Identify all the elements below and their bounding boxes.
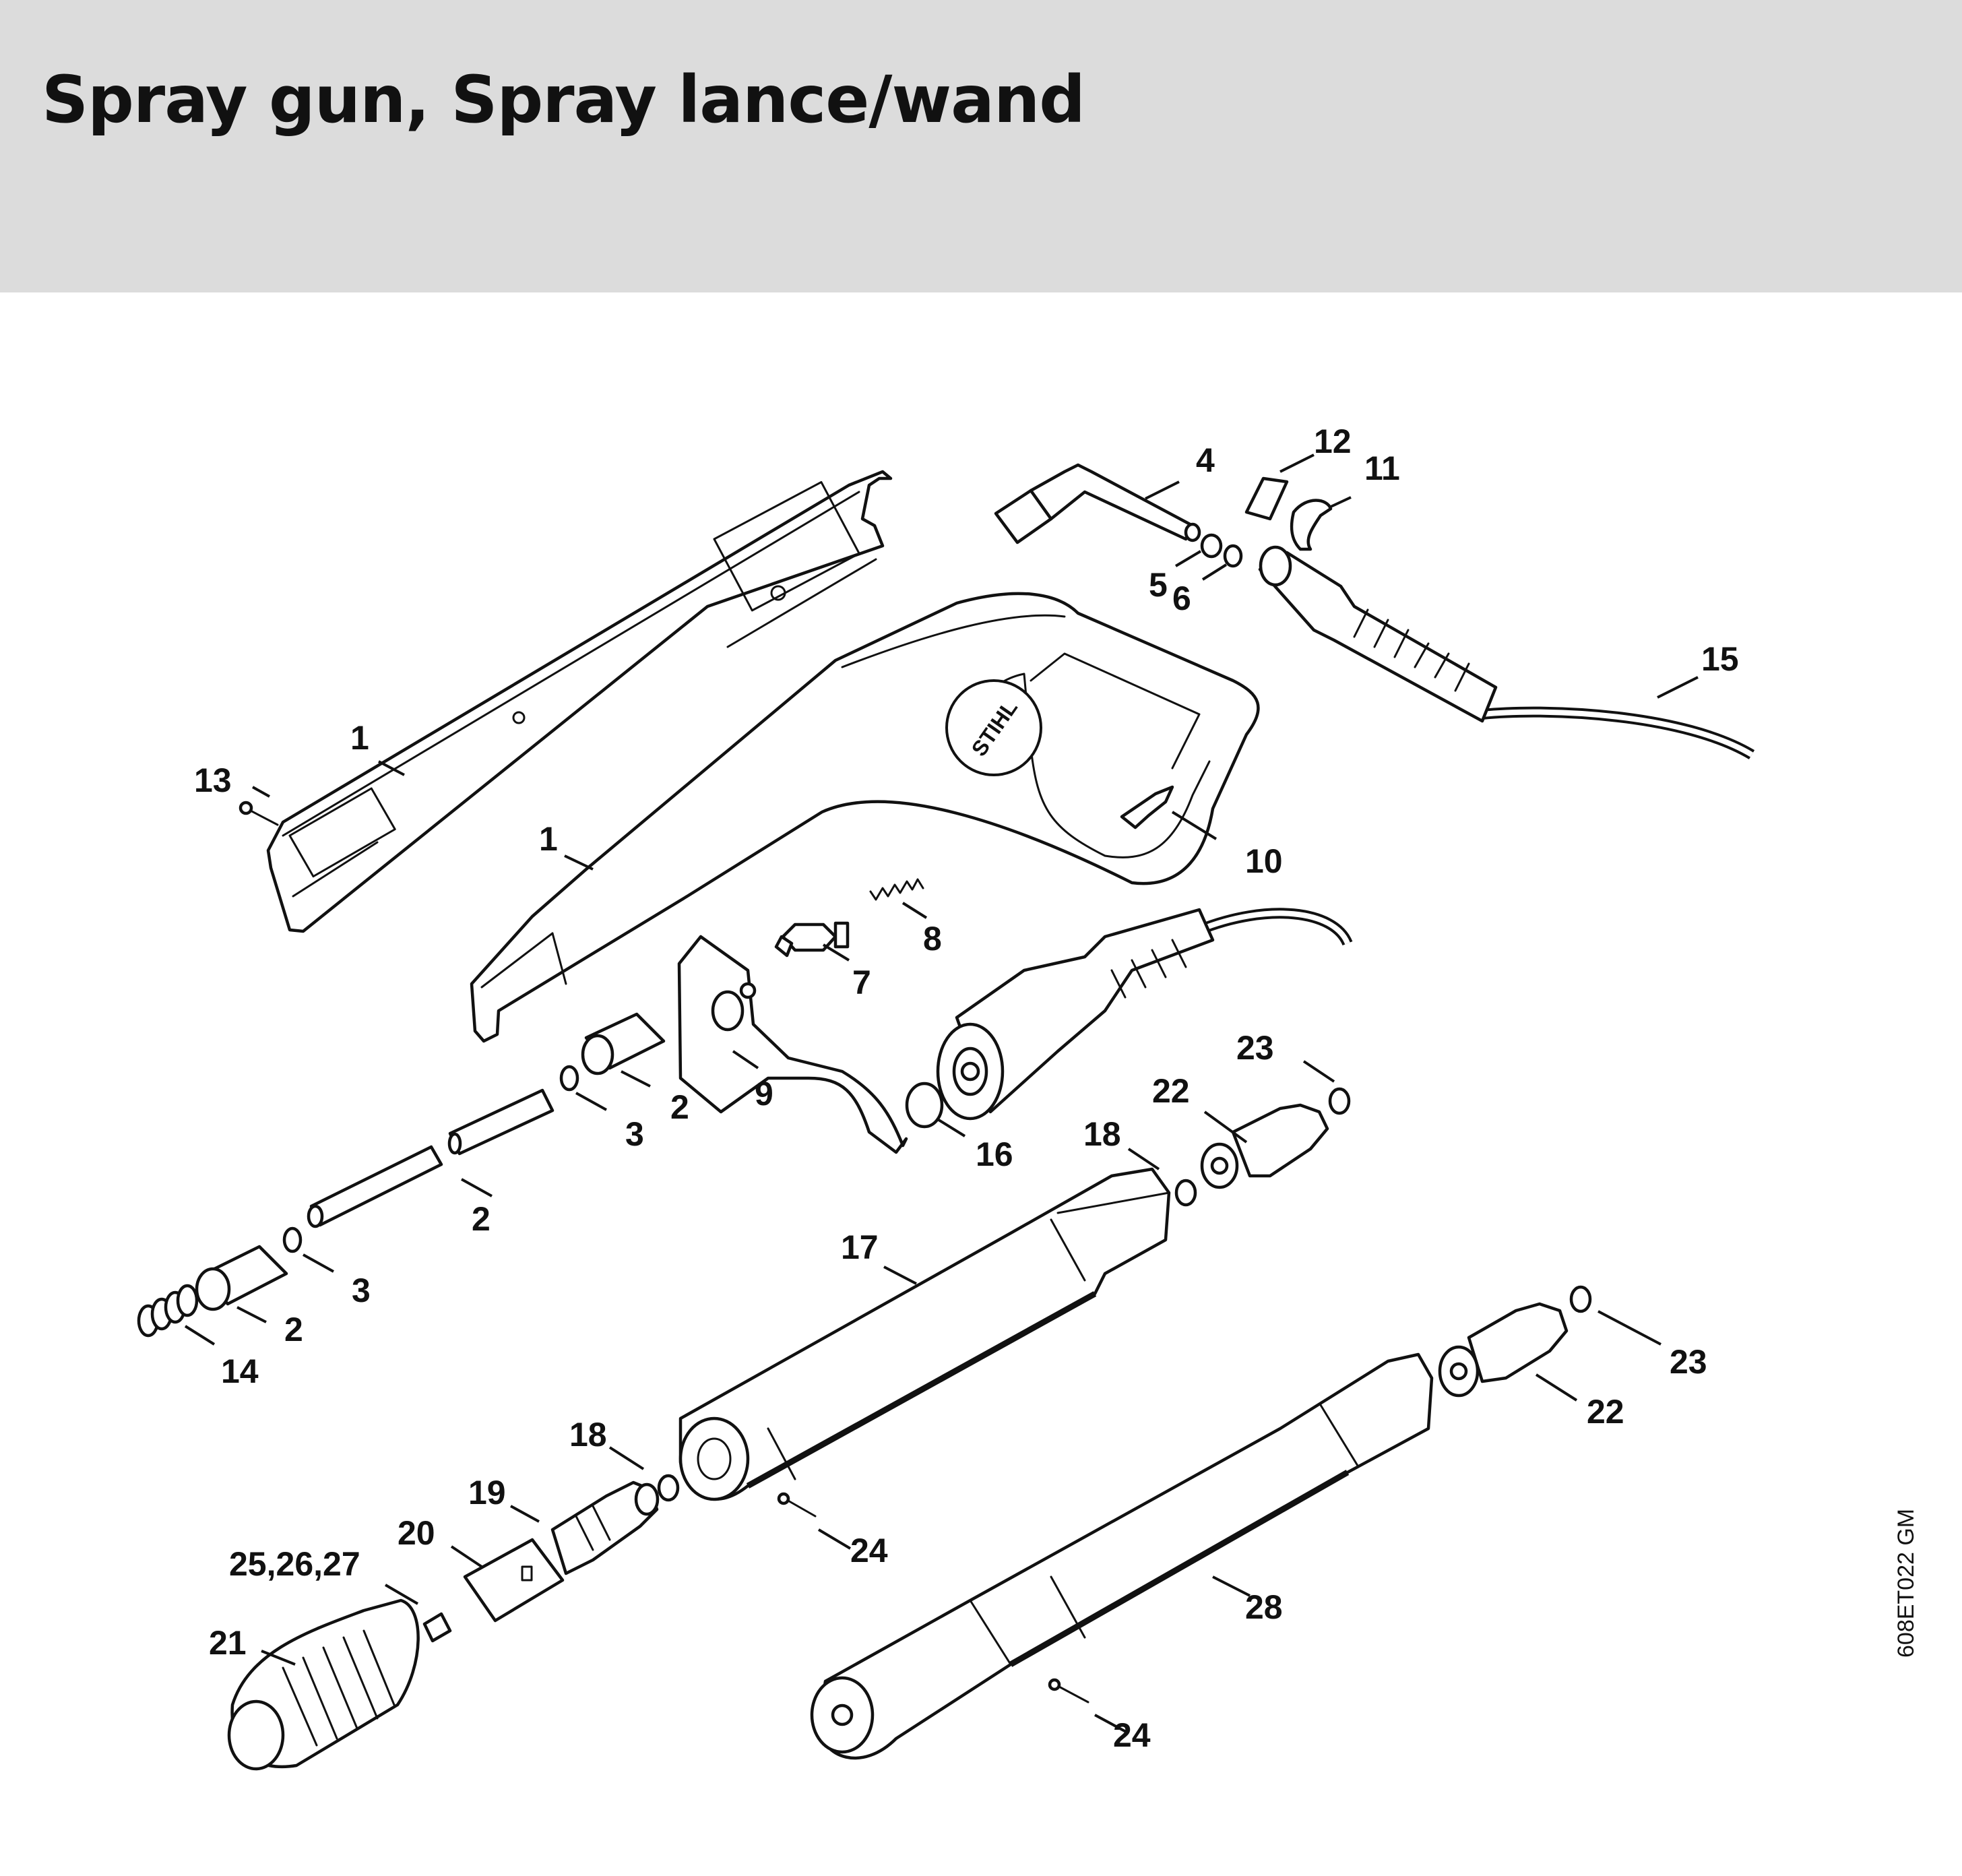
part-o-ring-3-lower <box>282 1226 303 1253</box>
callout-23-lower: 23 <box>1670 1343 1707 1381</box>
part-o-ring-23-lower <box>1569 1285 1592 1313</box>
callout-14: 14 <box>221 1352 259 1390</box>
part-spray-lance-17 <box>678 1167 1171 1501</box>
part-o-ring-16 <box>905 1082 944 1129</box>
callout-12: 12 <box>1314 423 1352 460</box>
callout-15: 15 <box>1701 640 1739 678</box>
callout-2-rod: 2 <box>472 1200 491 1238</box>
callout-4: 4 <box>1196 441 1215 479</box>
part-screw-13 <box>239 801 279 826</box>
header-band: Spray gun, Spray lance/wand <box>0 0 1962 292</box>
callout-3-lower: 3 <box>352 1272 371 1309</box>
callout-6: 6 <box>1172 580 1191 617</box>
part-connector-22-upper <box>1200 1103 1329 1189</box>
part-nozzle-cover-21 <box>227 1598 420 1771</box>
stihl-logo: STIHL <box>945 679 1042 776</box>
part-trigger-9 <box>677 935 908 1154</box>
callout-10: 10 <box>1245 842 1283 880</box>
part-o-ring-18-upper <box>1174 1179 1197 1207</box>
callout-9: 9 <box>755 1075 773 1113</box>
part-o-ring-6 <box>1223 544 1243 568</box>
callout-labels: 1 1 2 2 2 3 3 4 5 6 7 8 9 10 11 12 13 14… <box>194 423 1739 1754</box>
part-clip-11 <box>1290 499 1333 551</box>
callout-11: 11 <box>1364 449 1400 487</box>
callout-24-upper: 24 <box>850 1532 888 1569</box>
part-spray-wand-28 <box>810 1352 1434 1760</box>
callout-23-upper: 23 <box>1236 1029 1274 1067</box>
callout-1-lower: 1 <box>539 820 558 858</box>
part-connector-22-lower <box>1438 1302 1569 1398</box>
part-elbow-pipe <box>994 463 1201 544</box>
callout-8: 8 <box>923 920 942 958</box>
part-gun-housing-lower <box>470 592 1260 1043</box>
callout-22-upper: 22 <box>1152 1072 1190 1110</box>
part-insert-25-26-27 <box>422 1612 452 1643</box>
part-hose <box>936 545 1903 1142</box>
part-o-ring-18-lower <box>657 1474 680 1502</box>
part-o-ring-3-upper <box>559 1065 579 1092</box>
callout-25-26-27: 25,26,27 <box>229 1545 360 1583</box>
part-valve-7 <box>774 921 850 958</box>
callout-17: 17 <box>841 1228 879 1266</box>
part-clip-12 <box>1244 476 1289 521</box>
part-valve-bushing-lower <box>195 1245 288 1311</box>
callout-18-lower: 18 <box>569 1416 607 1453</box>
page-title: Spray gun, Spray lance/wand <box>42 62 1085 137</box>
part-valve-rod-upper <box>447 1088 555 1156</box>
part-lock-lever <box>1120 785 1174 830</box>
callout-13: 13 <box>194 761 232 799</box>
callout-18-upper: 18 <box>1083 1115 1121 1153</box>
drawing-code: 608ET022 GM <box>1893 1508 1919 1658</box>
part-nozzle-plate-20 <box>463 1538 565 1623</box>
part-spring-8 <box>869 878 924 901</box>
callout-2-bushing: 2 <box>670 1088 689 1126</box>
leader-lines <box>184 454 1699 1734</box>
part-spring-14 <box>137 1284 199 1338</box>
callout-21: 21 <box>209 1624 247 1662</box>
part-screw-24-lower <box>1048 1678 1089 1703</box>
callout-16: 16 <box>976 1135 1013 1173</box>
part-valve-rod-lower <box>307 1145 443 1228</box>
callout-7: 7 <box>852 964 871 1001</box>
part-screw-24-upper <box>777 1492 817 1518</box>
part-gun-housing-upper <box>266 470 893 933</box>
callout-2-lower: 2 <box>284 1311 303 1348</box>
callout-19: 19 <box>468 1474 506 1511</box>
part-nozzle-19 <box>550 1480 660 1575</box>
part-valve-bushing-upper <box>581 1012 666 1075</box>
callout-28: 28 <box>1245 1588 1283 1626</box>
callout-22-lower: 22 <box>1587 1393 1624 1431</box>
callout-3-upper: 3 <box>625 1115 644 1153</box>
part-nut-5 <box>1200 533 1223 559</box>
callout-20: 20 <box>398 1514 435 1552</box>
callout-5: 5 <box>1149 566 1168 604</box>
callout-24-lower: 24 <box>1113 1716 1151 1754</box>
part-o-ring-23-upper <box>1328 1087 1351 1115</box>
callout-1-upper: 1 <box>350 719 369 757</box>
